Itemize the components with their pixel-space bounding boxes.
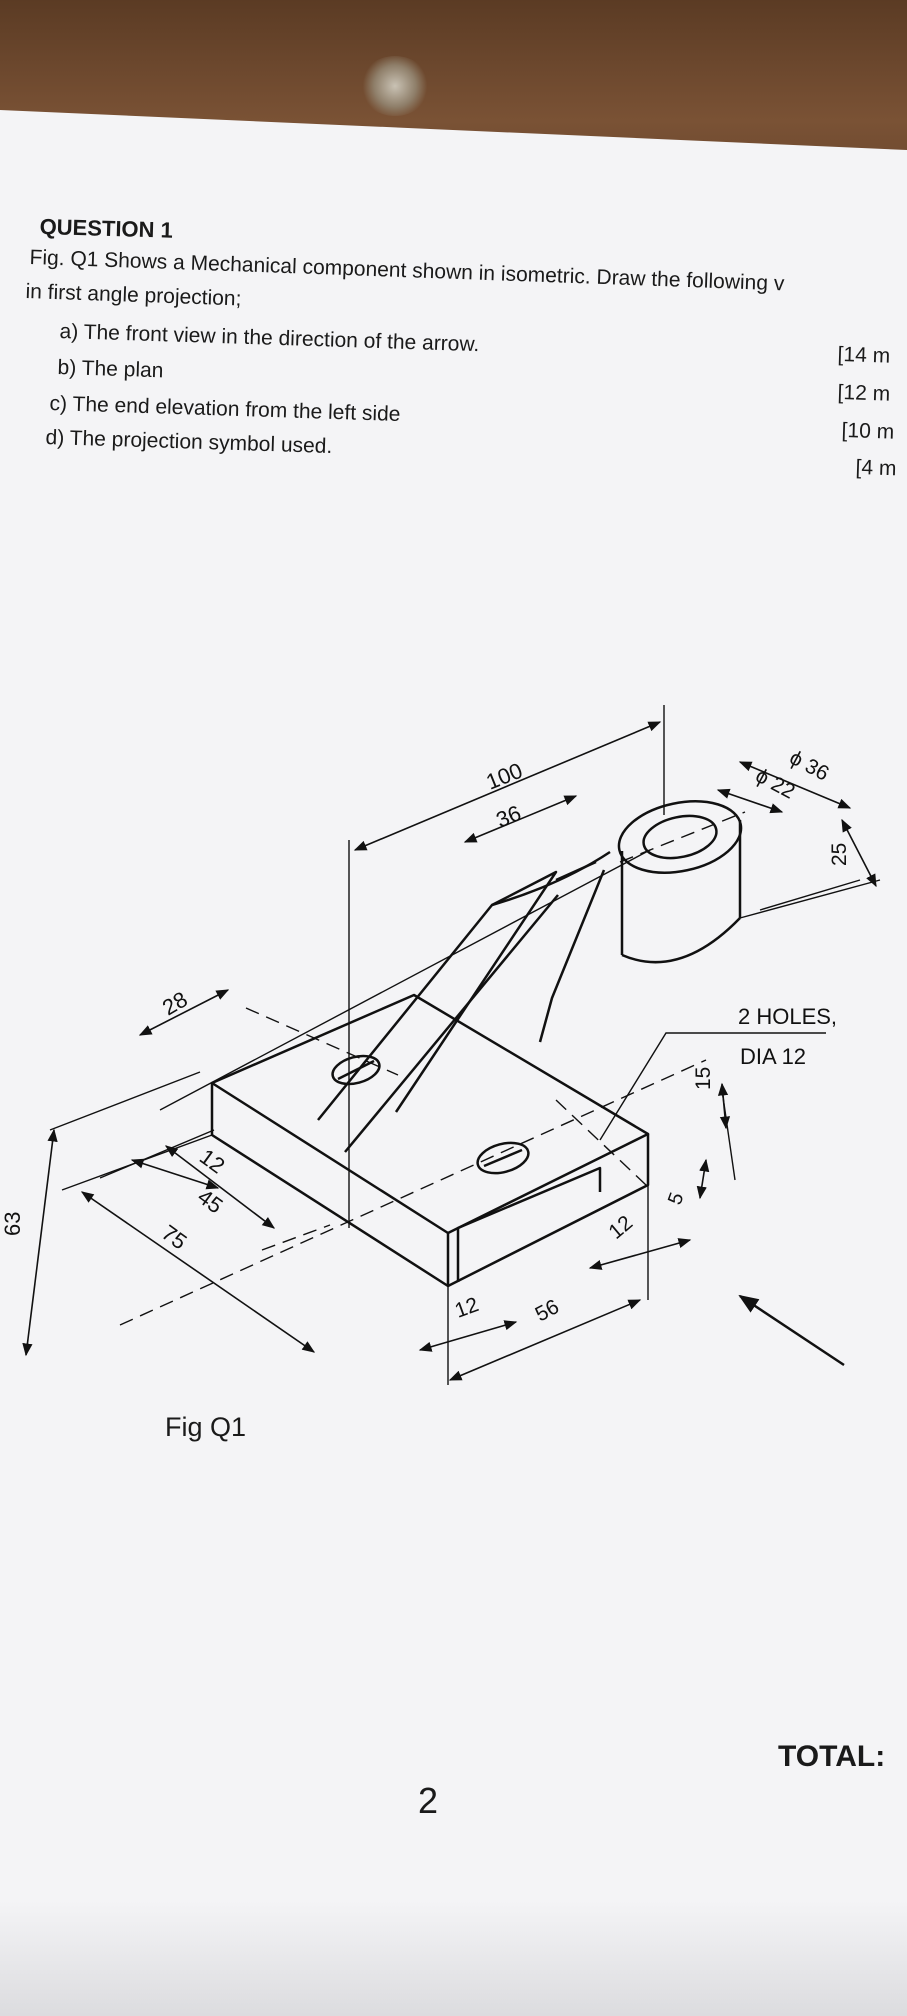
dim-36-line [463,795,578,843]
view-direction-arrow [738,1294,845,1367]
dim-15-label: 15 [692,1067,715,1090]
dim-5-line [696,1158,710,1200]
dim-28-label: 28 [158,986,192,1020]
dim-12c-label: 12 [604,1211,637,1244]
dim-56-line [448,1299,642,1381]
boss-bore [642,814,718,860]
page-number: 2 [418,1780,439,1821]
base-hole-right [476,1141,530,1175]
holes-note-line-1: 2 HOLES, [738,1004,837,1029]
base-hole-left [331,1054,381,1086]
dim-75-line [80,1191,316,1353]
dim-12b-line [418,1320,518,1352]
wood-knot [360,56,430,116]
dim-63-line [22,1128,58,1357]
dim-63-label: 63 [0,1212,25,1236]
exam-paper-sheet [0,110,907,2016]
dim-28-line [138,989,230,1036]
paper-shadow [0,1900,907,2016]
base-top-face [210,993,650,1235]
dim-25-line [841,818,877,888]
dim-dia36-line [738,761,852,809]
dim-100-label: 100 [483,758,526,795]
dim-100-line [353,721,662,851]
dim-12b-label: 12 [452,1293,482,1323]
dim-dia22-label: ϕ 22 [752,764,799,804]
base-right-face [447,1134,650,1288]
dim-dia22-line [716,788,784,814]
base-front-notch [456,1166,602,1282]
holes-note-line-2: DIA 12 [740,1044,806,1069]
total-label: TOTAL: [778,1740,886,1773]
dim-5-label: 5 [664,1190,688,1208]
dim-15-line [717,1082,731,1130]
figure-caption: Fig Q1 [165,1412,247,1442]
dim-56-label: 56 [532,1295,563,1326]
dim-25-label: 25 [828,843,851,866]
dim-75-label: 75 [157,1220,192,1255]
dim-12c-line [588,1238,692,1270]
dim-12a-label: 12 [195,1144,230,1179]
base-front-face [210,1083,450,1288]
boss-top [617,800,743,874]
